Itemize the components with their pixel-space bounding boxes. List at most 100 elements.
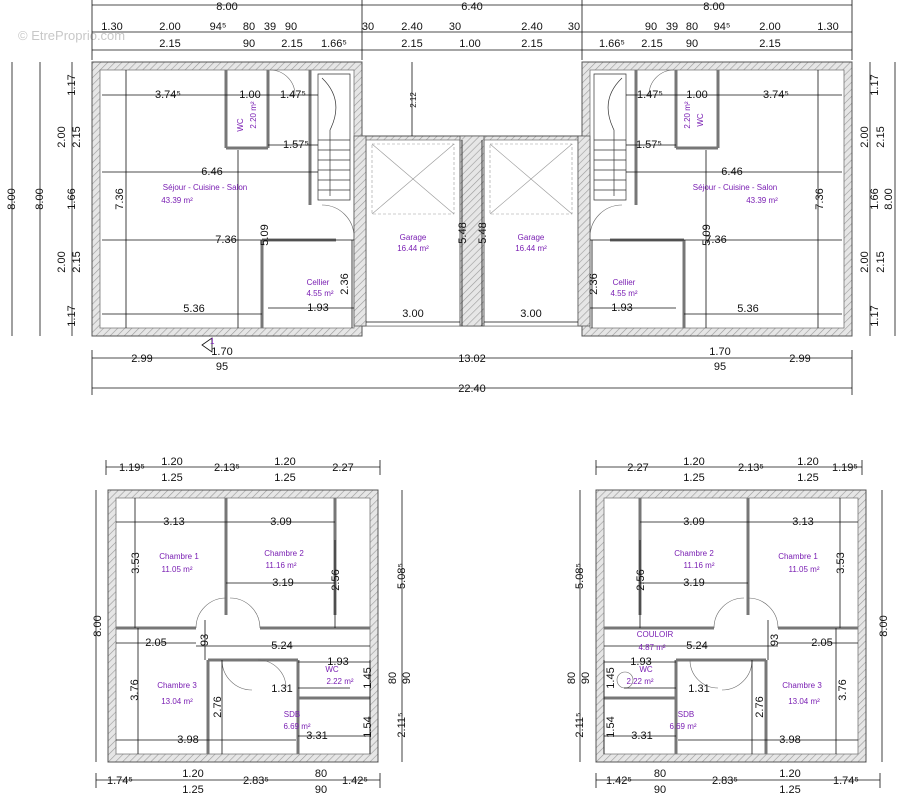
gf-room-garage-right: Garage (518, 233, 545, 242)
gf-dim-100-right: 1.00 (686, 89, 707, 101)
gf-top-mid-dim-2: 2.00 (159, 21, 180, 33)
gf-dim-1475-right: 1.47⁵ (637, 89, 663, 101)
ufl-top-dim-5: 2.27 (332, 462, 353, 474)
gf-top-inner-dim-9: 2.15 (641, 38, 662, 50)
gf-top-mid-dim-12: 90 (645, 21, 657, 33)
gf-top-mid-dim-3: 94⁵ (210, 21, 227, 33)
gf-bottom-dim-6: 95 (714, 361, 726, 373)
ufr-room-chambre2-area: 11.16 m² (684, 561, 715, 570)
ufr-room-sdb-area: 6.69 m² (669, 722, 696, 731)
gf-dim-736-right-v: 7.36 (814, 188, 826, 209)
ufr-bottom-dim-4: 1.20 (779, 768, 800, 780)
gf-dim-536-right: 5.36 (737, 303, 758, 315)
ufr-dim-313: 3.13 (792, 516, 813, 528)
gf-room-garage-right-area: 16.44 m² (515, 244, 547, 253)
ufl-dim-313: 3.13 (163, 516, 184, 528)
ufr-bottom-dim-1: 1.42⁵ (606, 775, 632, 787)
ufr-dim-205: 2.05 (811, 637, 832, 649)
gf-left-dim-6: 2.15 (71, 126, 83, 147)
ufl-room-chambre2-area: 11.16 m² (266, 561, 297, 570)
ufl-room-chambre2: Chambre 2 (264, 549, 304, 558)
gf-top-mid-dim-10: 2.40 (521, 21, 542, 33)
ufr-top-dim-1: 2.27 (627, 462, 648, 474)
gf-top-mid-dim-8: 2.40 (401, 21, 422, 33)
gf-left-total-2: 8.00 (34, 188, 46, 209)
gf-right-dim-6: 2.15 (875, 126, 887, 147)
gf-dim-193-left: 1.93 (307, 302, 328, 314)
ufr-dim-331: 3.31 (631, 730, 652, 742)
gf-room-sejour-right-area: 43.39 m² (746, 196, 778, 205)
ufl-bottom-dim-1: 1.74⁵ (107, 775, 133, 787)
ufr-dim-319: 3.19 (683, 577, 704, 589)
ufr-top-dim-2: 1.20 (683, 456, 704, 468)
gf-interior-dim-lines (102, 62, 842, 328)
gf-dim-3745-left: 3.74⁵ (155, 89, 181, 101)
gf-bottom-dim-3: 95 (216, 361, 228, 373)
ufl-top-dim-1: 1.19⁵ (119, 462, 145, 474)
gf-right-dim-5: 1.17 (869, 305, 881, 326)
ufl-dim-205: 2.05 (145, 637, 166, 649)
ufl-top-dim-2: 1.20 (161, 456, 182, 468)
ufr-room-wc-area: 2.22 m² (626, 677, 653, 686)
gf-dim-536-left: 5.36 (183, 303, 204, 315)
ufl-bottom-dim-4: 80 (315, 768, 327, 780)
ufl-left-total: 8.00 (92, 615, 104, 636)
gf-stairs-right (593, 73, 627, 201)
gf-left-dim-7: 2.15 (71, 251, 83, 272)
ufr-room-chambre3-area: 13.04 m² (788, 697, 820, 706)
gf-dim-736-left-h: 7.36 (215, 234, 236, 246)
gf-room-garage-left-area: 16.44 m² (397, 244, 429, 253)
gf-room-cellier-right: Cellier (613, 278, 636, 287)
ufr-dim-131: 1.31 (688, 683, 709, 695)
gf-right-dim-7: 2.15 (875, 251, 887, 272)
ufr-dim-376: 3.76 (837, 679, 849, 700)
section-marker-icon (201, 337, 213, 353)
gf-top-inner-dim-2: 90 (243, 38, 255, 50)
gf-dim-509-right: 5.09 (701, 224, 713, 245)
ufr-top-dim-3: 2.13⁵ (738, 462, 764, 474)
gf-room-sejour-left: Séjour - Cuisine - Salon (163, 183, 247, 192)
gf-dim-193-right: 1.93 (611, 302, 632, 314)
gf-top-mid-dim-17: 1.30 (817, 21, 838, 33)
gf-room-cellier-left-area: 4.55 m² (306, 289, 333, 298)
gf-left-dim-3: 1.66 (66, 188, 78, 209)
ufr-bottom-dim-3: 2.83⁵ (712, 775, 738, 787)
ufl-dim-398: 3.98 (177, 734, 198, 746)
gf-top-mid-dim-4: 80 (243, 21, 255, 33)
gf-dim-3745-right: 3.74⁵ (763, 89, 789, 101)
gf-left-total-1: 8.00 (6, 188, 18, 209)
ufl-dim-131: 1.31 (271, 683, 292, 695)
ufr-room-chambre1: Chambre 1 (778, 552, 818, 561)
ufr-room-sdb: SDB (678, 710, 694, 719)
ufr-dim-lines (579, 490, 883, 762)
gf-top-mid-dim-6: 90 (285, 21, 297, 33)
ufr-dim-276: 2.76 (754, 696, 766, 717)
gf-bottom-dim-1: 2.99 (131, 353, 152, 365)
ufr-room-chambre2: Chambre 2 (674, 549, 714, 558)
gf-top-inner-dim-3: 2.15 (281, 38, 302, 50)
gf-bottom-dim-4: 13.02 (458, 353, 486, 365)
section-marker-label: 1 (210, 337, 215, 346)
ufr-dim-256: 2.56 (635, 569, 647, 590)
ufr-dim-398: 3.98 (779, 734, 800, 746)
ufl-room-sdb: SDB (284, 710, 300, 719)
gf-bottom-dim-5: 1.70 (709, 346, 730, 358)
gf-top-mid-dim-1: 1.30 (101, 21, 122, 33)
gf-right-total: 8.00 (883, 188, 895, 209)
ufr-left-dim-1: 5.08⁵ (574, 563, 586, 589)
gf-top-mid-dim-16: 2.00 (759, 21, 780, 33)
ufl-dim-93: 93 (199, 634, 211, 646)
ufr-room-couloir-area: 4.87 m² (638, 643, 665, 652)
ufr-bottom-dim-6: 90 (654, 784, 666, 796)
gf-dim-509-left: 5.09 (259, 224, 271, 245)
ufr-door-arcs (616, 597, 779, 691)
ufl-right-dim-2: 80 (387, 672, 399, 684)
gf-bottom-dim-7: 2.99 (789, 353, 810, 365)
gf-dim-top-2: 6.40 (461, 1, 482, 13)
ufr-dim-353: 3.53 (835, 552, 847, 573)
ufr-bottom-dim-7: 1.25 (779, 784, 800, 796)
